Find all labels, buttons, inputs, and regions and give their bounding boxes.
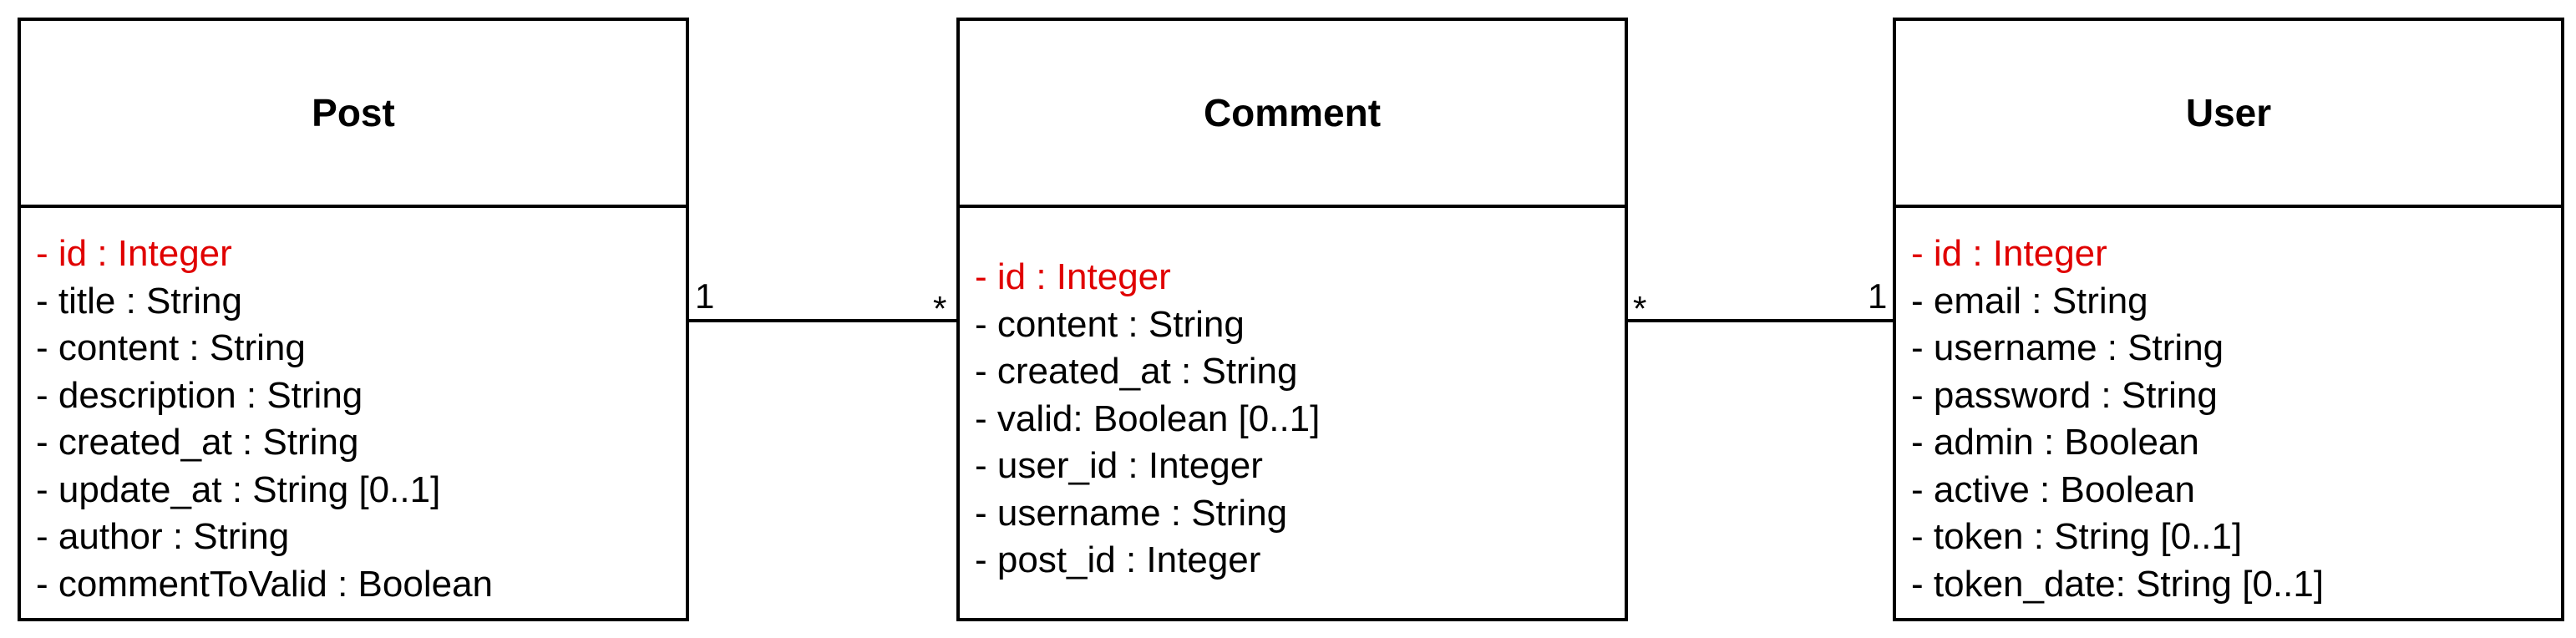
class-user: User - id : Integer - email : String - u… <box>1893 18 2564 621</box>
class-comment-attributes: - id : Integer - content : String - crea… <box>960 208 1625 585</box>
multiplicity-user-end: 1 <box>1868 276 1888 316</box>
class-user-header: User <box>1896 21 2561 208</box>
class-comment: Comment - id : Integer - content : Strin… <box>956 18 1628 621</box>
attribute: - content : String <box>36 327 306 368</box>
attribute: - username : String <box>975 492 1288 534</box>
attribute: - title : String <box>36 280 242 322</box>
attribute: - content : String <box>975 303 1245 345</box>
attribute: - token : String [0..1] <box>1911 516 2243 557</box>
attribute: - active : Boolean <box>1911 468 2195 510</box>
class-post: Post - id : Integer - title : String - c… <box>18 18 689 621</box>
class-post-attributes: - id : Integer - title : String - conten… <box>21 208 686 608</box>
class-comment-header: Comment <box>960 21 1625 208</box>
class-user-name: User <box>2185 91 2272 134</box>
attribute: - token_date: String [0..1] <box>1911 563 2325 605</box>
attribute: - password : String <box>1911 374 2218 416</box>
multiplicity-post-end: 1 <box>695 276 715 316</box>
class-post-name: Post <box>312 91 395 134</box>
class-user-attributes: - id : Integer - email : String - userna… <box>1896 208 2561 608</box>
attribute: - username : String <box>1911 327 2224 368</box>
attribute-primary-key: - id : Integer <box>36 233 232 274</box>
attribute: - created_at : String <box>975 351 1298 392</box>
attribute: - update_at : String [0..1] <box>36 468 441 510</box>
attribute: - valid: Boolean [0..1] <box>975 397 1321 439</box>
association-post-comment <box>689 319 956 322</box>
multiplicity-comment-end: * <box>933 289 947 328</box>
multiplicity-comment-end: * <box>1633 289 1647 328</box>
attribute-primary-key: - id : Integer <box>975 256 1171 297</box>
attribute: - post_id : Integer <box>975 539 1261 580</box>
class-comment-name: Comment <box>1203 91 1382 134</box>
attribute: - user_id : Integer <box>975 445 1263 486</box>
class-post-header: Post <box>21 21 686 208</box>
attribute: - description : String <box>36 374 363 416</box>
association-comment-user <box>1628 319 1893 322</box>
attribute: - email : String <box>1911 280 2148 322</box>
attribute: - commentToValid : Boolean <box>36 563 494 605</box>
attribute: - created_at : String <box>36 422 359 463</box>
attribute-primary-key: - id : Integer <box>1911 233 2107 274</box>
attribute: - author : String <box>36 516 290 557</box>
attribute: - admin : Boolean <box>1911 422 2199 463</box>
